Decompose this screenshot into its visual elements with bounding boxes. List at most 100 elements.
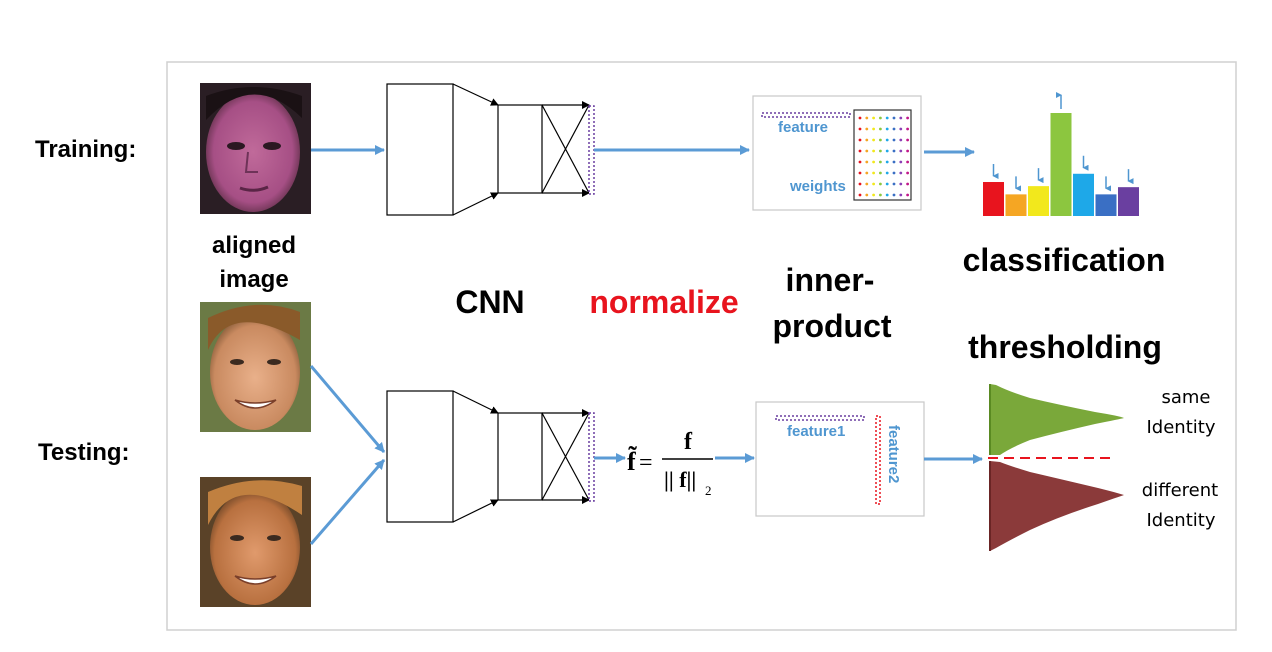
weight-dot (892, 127, 896, 131)
classification-bar (1118, 187, 1139, 216)
weight-dot (906, 171, 909, 175)
weight-dot (892, 193, 896, 197)
normalize-label: normalize (589, 284, 738, 320)
weight-dot (892, 182, 896, 186)
classification-bar (983, 182, 1004, 216)
weight-dot (885, 127, 889, 131)
arrow-face2-to-cnn-test (309, 459, 386, 545)
formula-subscript: 2 (705, 483, 712, 498)
classification-bars (983, 92, 1139, 216)
weight-dot (879, 116, 882, 120)
weight-dot (885, 149, 889, 153)
weight-dot (885, 182, 889, 186)
weight-dot (879, 193, 882, 197)
feature2-label: feature2 (885, 425, 902, 483)
normalize-formula: f̃ = f || f|| 2 (594, 429, 755, 498)
weight-dot (906, 193, 909, 197)
weight-dot (906, 127, 909, 131)
weight-dot (892, 160, 896, 164)
formula-denominator: || f|| (664, 467, 696, 492)
weight-dot (865, 138, 869, 142)
feature1-bar (775, 415, 865, 421)
weight-dot (885, 160, 889, 164)
weight-dot (899, 127, 903, 131)
testing-label: Testing: (38, 439, 130, 466)
weight-dot (865, 171, 869, 175)
weight-dot (865, 160, 869, 164)
weight-dot (865, 116, 869, 120)
weight-dot (885, 193, 889, 197)
cnn-block-testing (386, 390, 590, 523)
weight-dot (872, 138, 875, 142)
weight-dot (899, 116, 903, 120)
weight-dot (899, 171, 903, 175)
weight-dot (858, 160, 862, 164)
feature2-bar (875, 415, 881, 505)
classification-bar (1050, 113, 1072, 216)
feature1-label: feature1 (787, 423, 845, 440)
classification-bar (1005, 194, 1027, 216)
classification-bar (1028, 186, 1049, 216)
weight-dot (906, 182, 909, 186)
training-label: Training: (35, 136, 136, 163)
training-face-image (200, 83, 311, 214)
arrow-face1-to-cnn-test (309, 365, 386, 453)
different-identity-label-line1: different (1142, 480, 1218, 501)
weight-dot (892, 116, 896, 120)
testing-face-image-2 (200, 477, 311, 607)
weights-matrix (853, 109, 912, 201)
weight-dot (879, 149, 882, 153)
weight-dot (858, 127, 862, 131)
weight-dot (899, 193, 903, 197)
weights-label: weights (789, 178, 846, 195)
weight-dot (885, 138, 889, 142)
weights-matrix-dots (858, 116, 909, 197)
thresholding-label: thresholding (968, 329, 1162, 365)
weight-dot (872, 182, 875, 186)
weight-dot (858, 116, 862, 120)
weight-dot (899, 138, 903, 142)
weight-dot (865, 193, 869, 197)
weight-dot (865, 127, 869, 131)
feature-label: feature (778, 119, 828, 136)
different-identity-label-line2: Identity (1147, 510, 1216, 531)
weight-dot (872, 149, 875, 153)
weight-dot (872, 116, 875, 120)
weight-dot (885, 116, 889, 120)
weight-dot (858, 149, 862, 153)
weight-dot (906, 138, 909, 142)
weight-dot (858, 171, 862, 175)
weight-dot (879, 171, 882, 175)
classification-bar (1095, 194, 1117, 216)
same-identity-distribution (989, 384, 1124, 455)
formula-numerator: f (684, 429, 693, 455)
weight-dot (879, 138, 882, 142)
weight-dot (872, 127, 875, 131)
feature-vector-testing (588, 412, 595, 502)
weight-dot (858, 138, 862, 142)
weight-dot (906, 160, 909, 164)
formula-lhs: f̃ (627, 447, 637, 476)
weight-dot (879, 182, 882, 186)
weight-dot (865, 149, 869, 153)
weight-dot (899, 149, 903, 153)
classification-bar (1073, 173, 1094, 216)
inner-product-label-line1: inner- (786, 262, 875, 298)
weight-dot (858, 193, 862, 197)
formula-equals: = (639, 450, 653, 476)
weight-dot (879, 127, 882, 131)
inner-product-box-testing (755, 401, 925, 517)
cnn-block-training (386, 83, 590, 216)
cnn-label: CNN (455, 284, 524, 320)
weight-dot (872, 171, 875, 175)
same-identity-label-line2: Identity (1147, 417, 1216, 438)
weight-dot (885, 171, 889, 175)
inner-product-label-line2: product (772, 308, 891, 344)
weight-dot (892, 138, 896, 142)
weight-dot (899, 160, 903, 164)
feature-vector-training (588, 105, 595, 195)
weight-dot (906, 116, 909, 120)
training-feature-bar (761, 112, 851, 118)
classification-label: classification (963, 242, 1166, 278)
